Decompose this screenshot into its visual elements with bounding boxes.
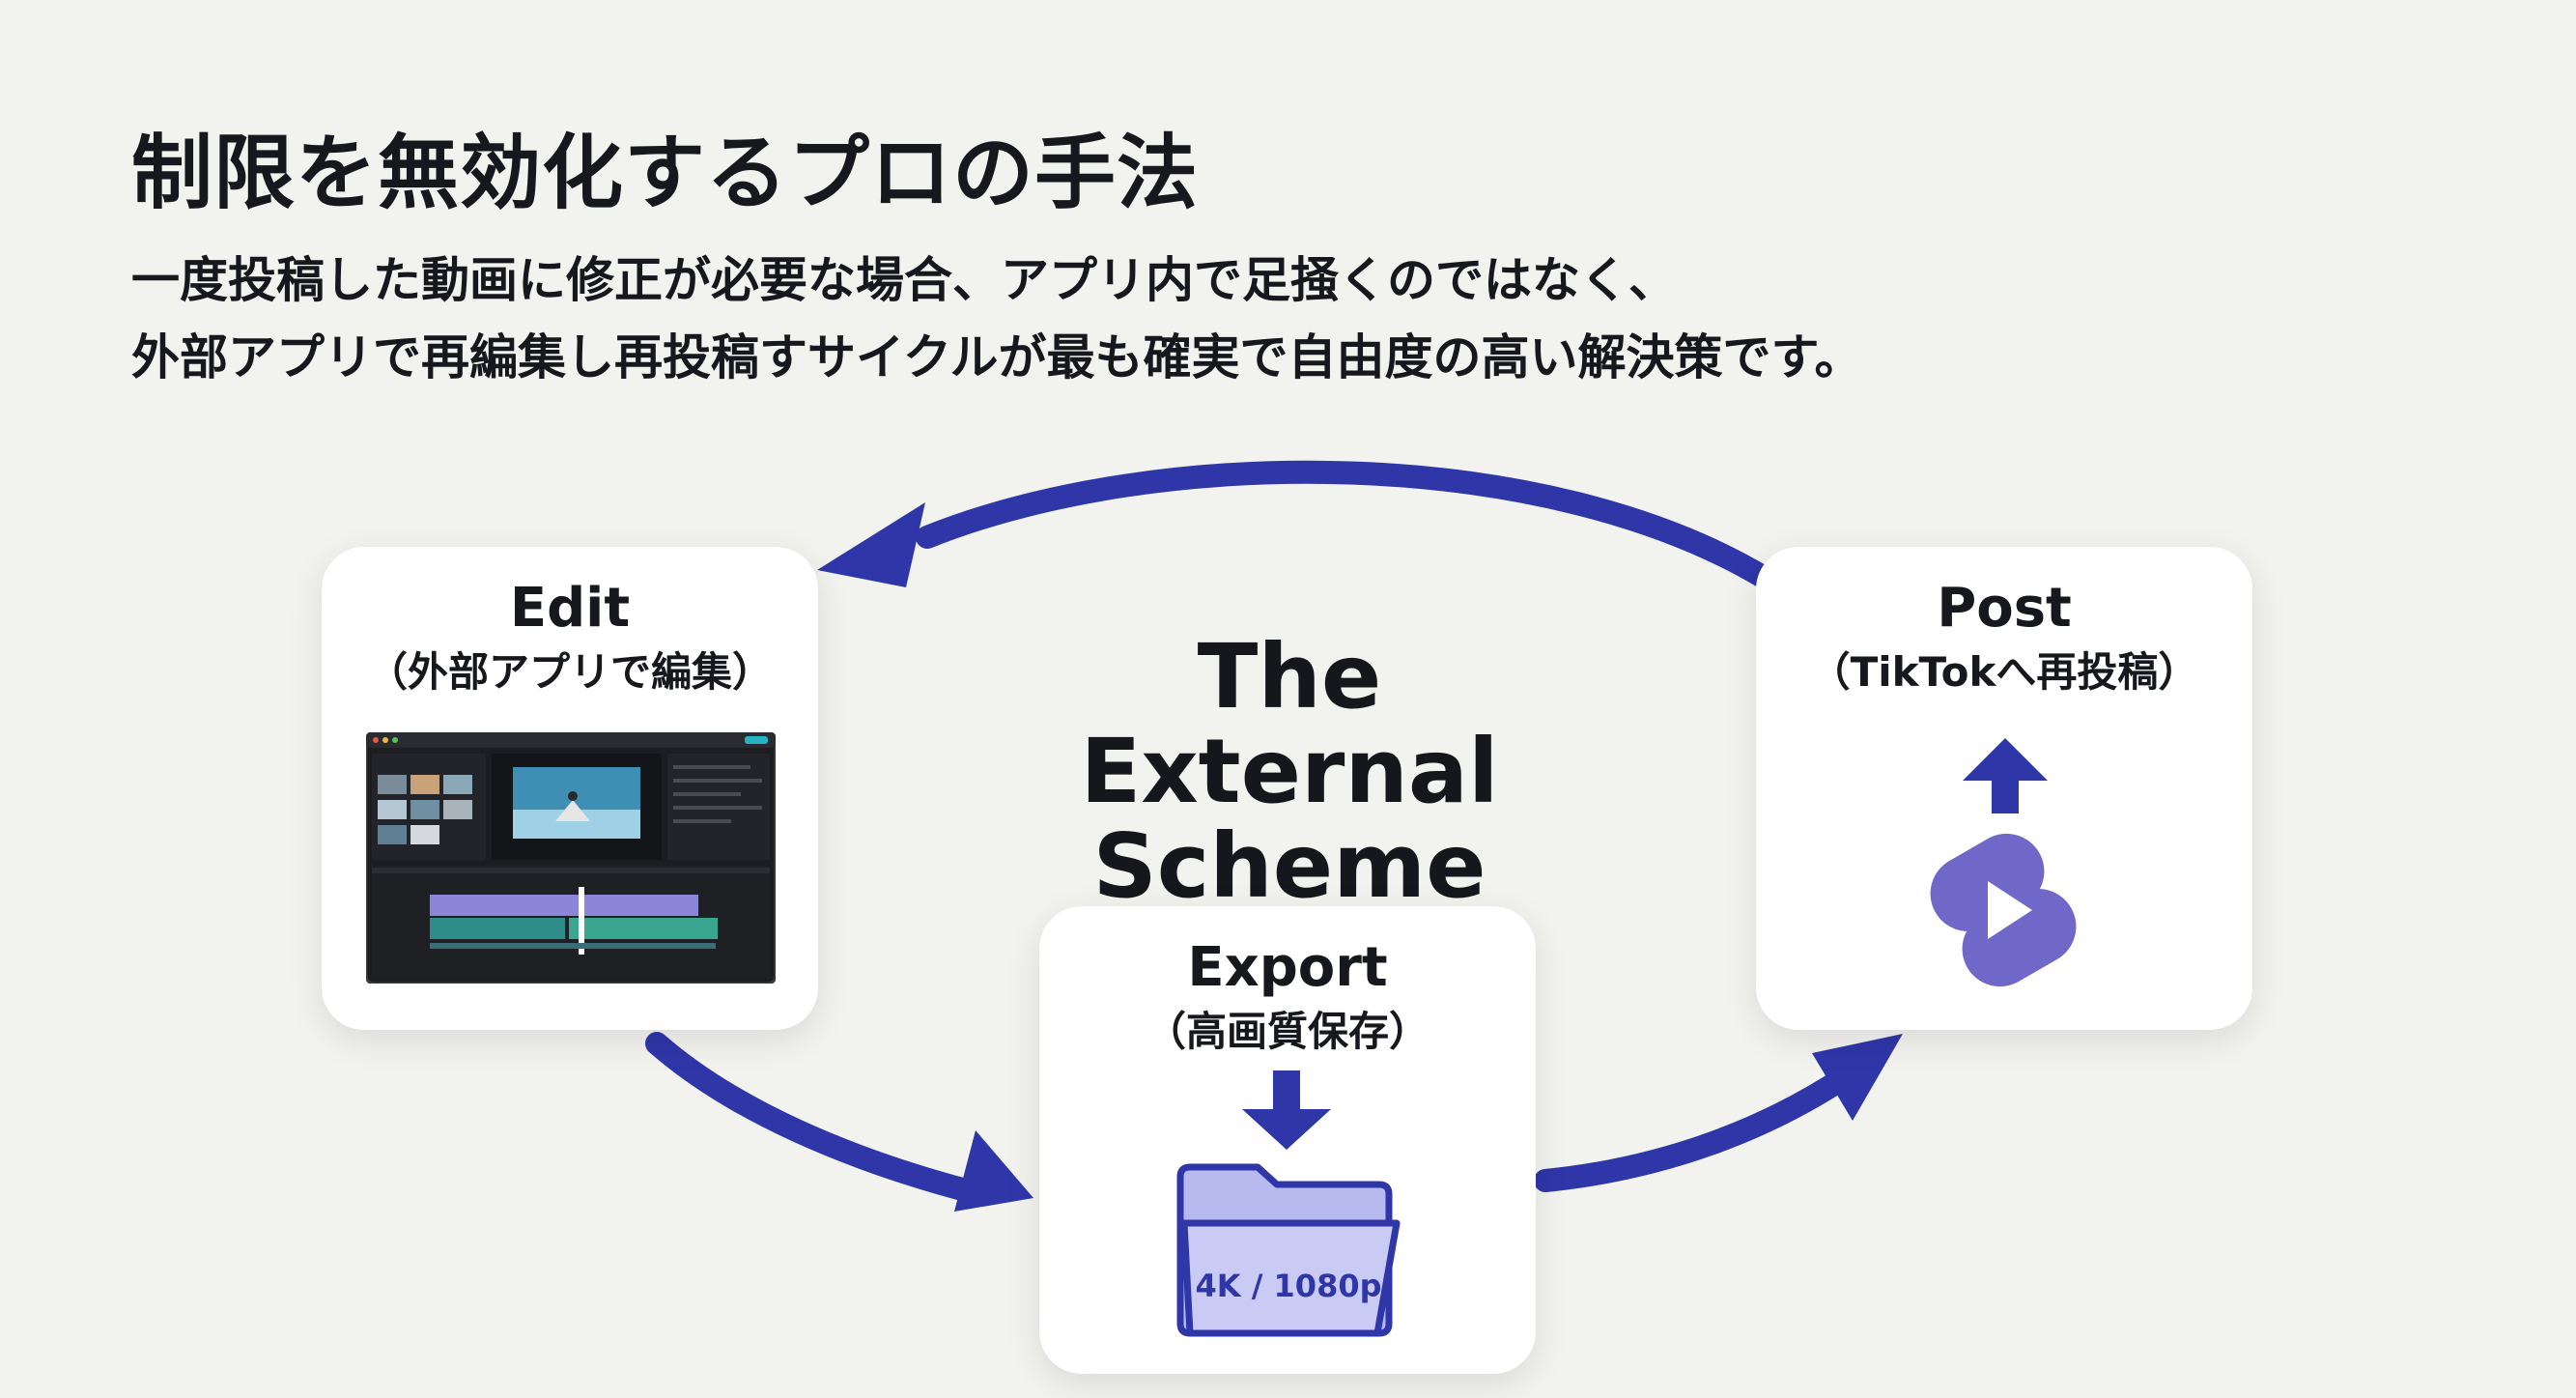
post-artwork [1930,738,2077,987]
step-export-subtitle: （高画質保存） [1145,1008,1430,1055]
video-editor-screenshot-icon [366,732,776,984]
step-post-subtitle: （TikTokへ再投稿） [1809,648,2199,696]
upload-arrow-icon [1963,738,2048,813]
arrow-export-to-post [1534,1059,1866,1192]
step-edit-title: Edit [509,577,631,640]
scheme-title-line-2: Scheme [1092,814,1486,918]
subtitle-line-2: 外部アプリで再編集し再投稿すサイクルが最も確実で自由度の高い解決策です。 [131,329,1863,385]
arrowhead-export [954,1130,1033,1212]
export-badge: 4K / 1080p [1196,1268,1382,1304]
page-title: 制限を無効化するプロの手法 [131,126,1200,220]
arrowhead-post [1812,1034,1903,1121]
step-card-post: Post （TikTokへ再投稿） [1756,547,2252,1030]
download-folder-icon: 4K / 1080p [1176,1070,1401,1337]
arrowhead-edit [817,502,925,587]
subtitle-line-1: 一度投稿した動画に修正が必要な場合、アプリ内で足掻くのではなく、 [131,252,1677,308]
step-export-title: Export [1187,936,1388,999]
step-post-title: Post [1937,577,2072,640]
step-card-export: Export （高画質保存） 4K / 1080p [1039,906,1536,1374]
page-subtitle: 一度投稿した動画に修正が必要な場合、アプリ内で足掻くのではなく、 外部アプリで再… [131,242,1863,396]
step-card-edit: Edit （外部アプリで編集） [322,547,818,1030]
scheme-title: The External Scheme [995,630,1584,914]
arrow-post-to-edit [916,460,1779,591]
arrow-edit-to-export [645,1032,977,1202]
step-edit-subtitle: （外部アプリで編集） [366,648,773,696]
scheme-title-line-1: The External [1080,625,1499,823]
